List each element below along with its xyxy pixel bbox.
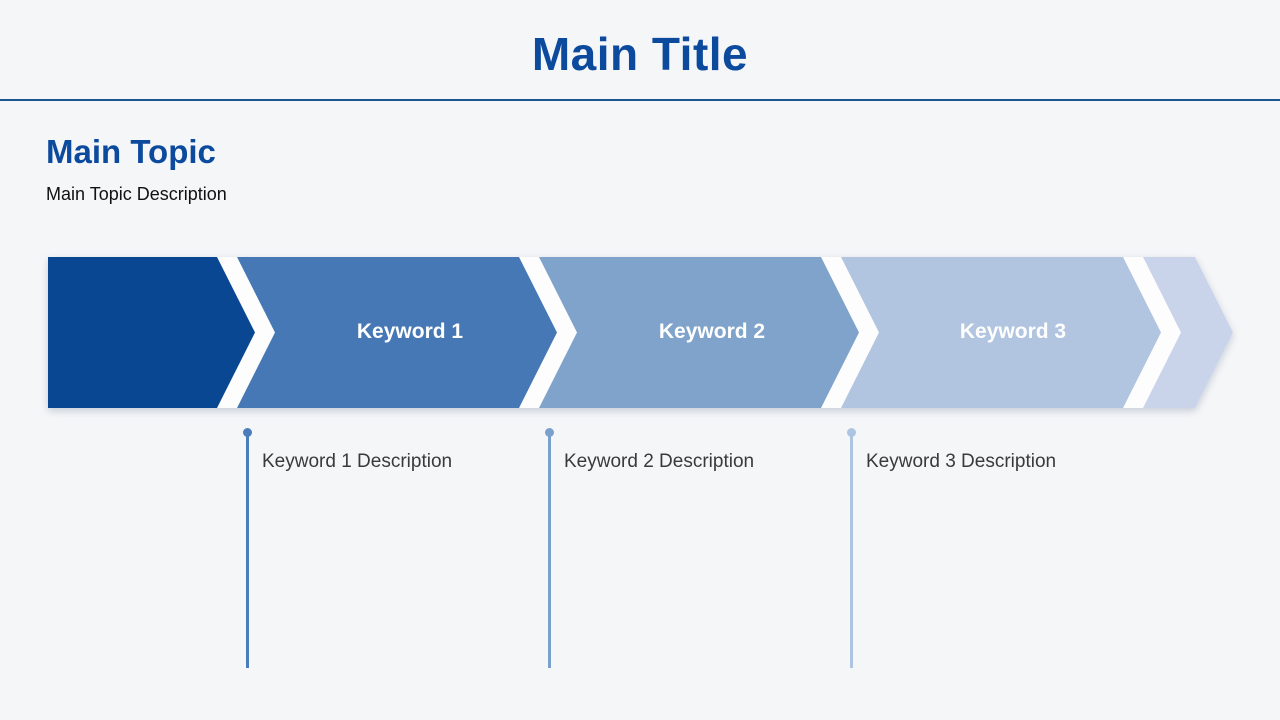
topic-description: Main Topic Description <box>46 184 227 204</box>
step-1-label: Keyword 1 <box>356 320 464 343</box>
connector-dot <box>847 428 856 437</box>
step-2-description: Keyword 2 Description <box>564 451 755 472</box>
slide-title: Main Title <box>531 28 749 80</box>
connector-dot <box>545 428 554 437</box>
step-3-label: Keyword 3 <box>959 320 1067 343</box>
step-1-connector <box>243 428 252 670</box>
chevron-step-5 <box>1143 257 1233 408</box>
step-2-label: Keyword 2 <box>658 320 766 343</box>
chevron-step-1 <box>48 257 255 408</box>
topic-title: Main Topic <box>46 133 216 170</box>
connector-line <box>548 436 551 668</box>
step-2-connector <box>545 428 554 670</box>
connector-line <box>850 436 853 668</box>
step-3-description: Keyword 3 Description <box>866 451 1057 472</box>
chevron-step-4 <box>841 257 1161 408</box>
connector-line <box>246 436 249 668</box>
slide-header: Main Title <box>0 0 1280 101</box>
connector-dot <box>243 428 252 437</box>
chevron-step-2 <box>237 257 557 408</box>
step-1-description: Keyword 1 Description <box>262 451 453 472</box>
step-3-connector <box>847 428 856 670</box>
chevron-process-diagram <box>48 257 1233 408</box>
chevron-step-3 <box>539 257 859 408</box>
